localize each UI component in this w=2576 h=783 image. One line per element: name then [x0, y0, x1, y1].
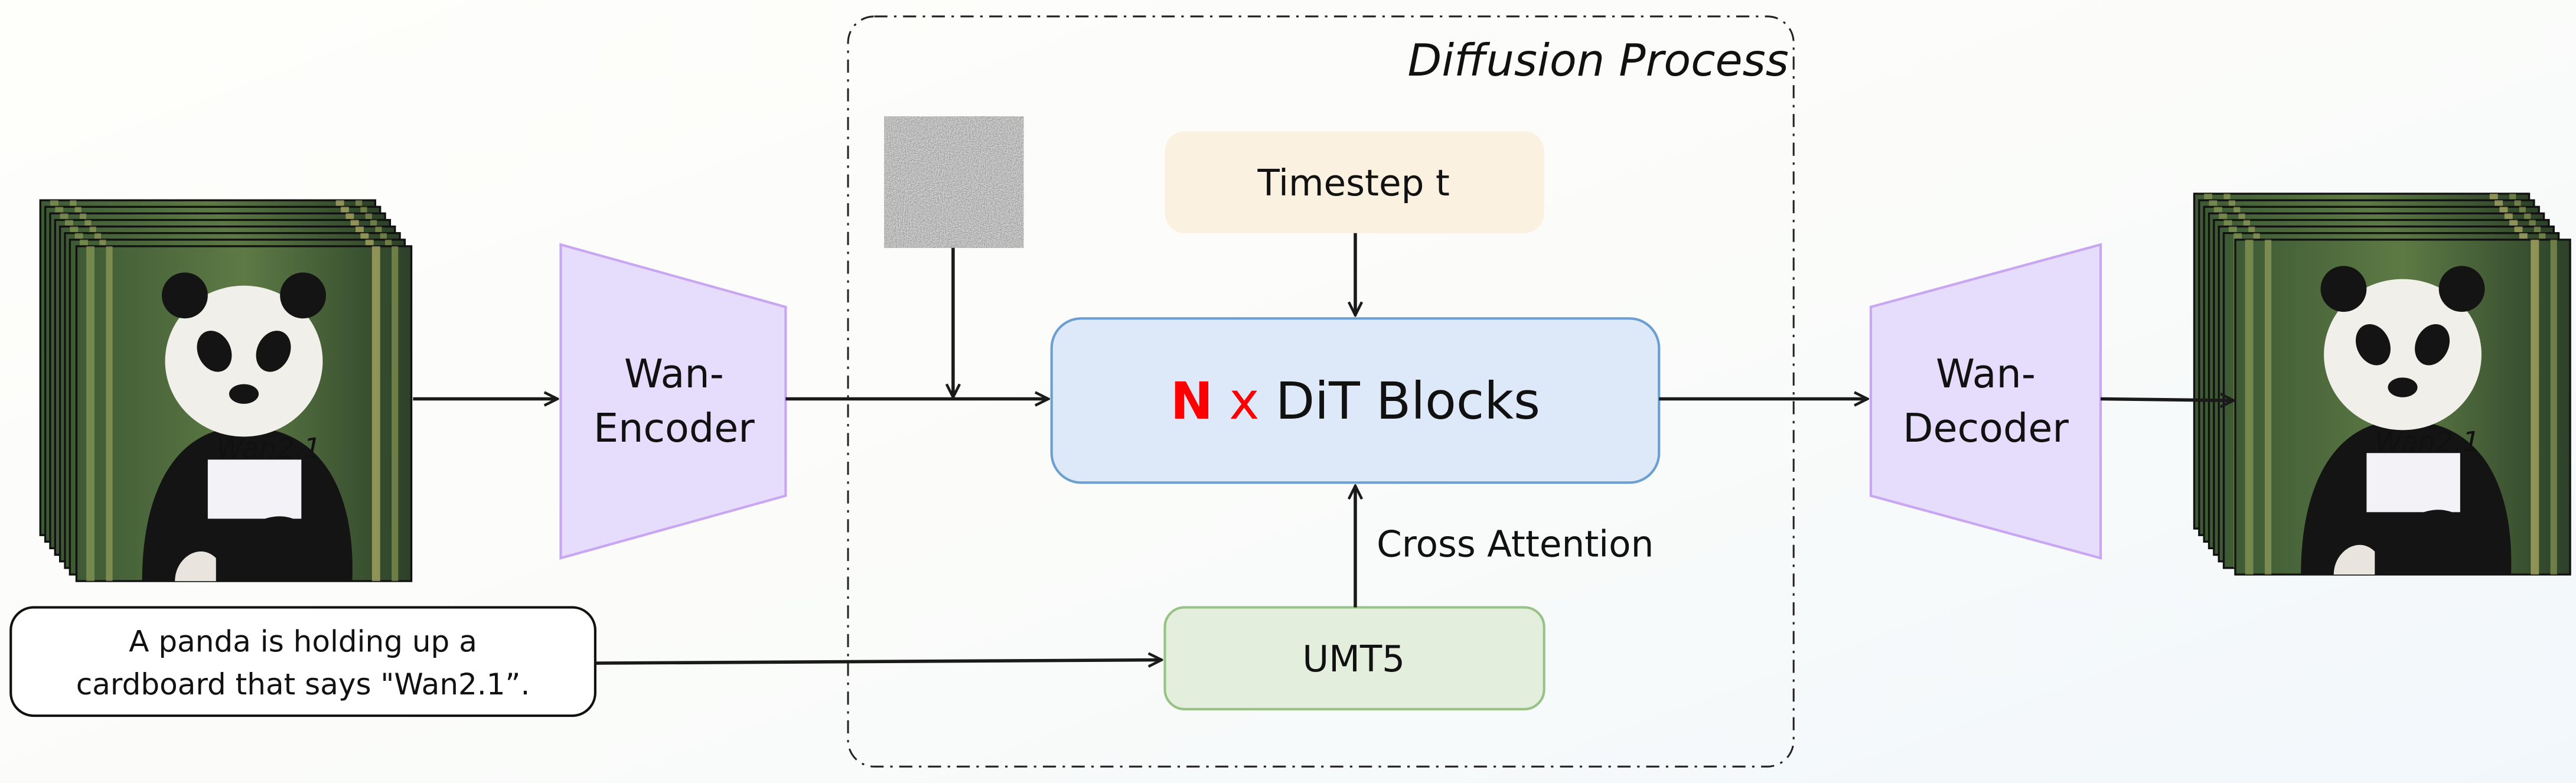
dit-blocks-box — [1050, 317, 1661, 484]
diffusion-process-label: Diffusion Process — [1408, 34, 1789, 86]
decoder-label-line1: Wan- — [1936, 351, 2036, 397]
input-sign-text: Wan2.1 — [216, 433, 321, 465]
dit-count-n: N — [1170, 372, 1213, 431]
output-video-stack: Wan2.1 — [2193, 193, 2571, 576]
wan-decoder-block — [1869, 243, 2102, 560]
arrow-decoder-to-output — [2101, 399, 2233, 401]
wan-encoder-block — [559, 243, 787, 560]
timestep-label: Timestep t — [1257, 162, 1450, 204]
encoder-label-line2: Encoder — [594, 405, 755, 451]
cross-attention-label: Cross Attention — [1377, 523, 1654, 565]
prompt-line-1: A panda is holding up a — [129, 625, 477, 659]
arrow-prompt-to-umt5 — [595, 660, 1162, 664]
input-video-stack: Wan2.1 — [39, 199, 413, 582]
timestep-box — [1165, 131, 1544, 233]
dit-blocks-label: DiT Blocks — [1276, 372, 1540, 431]
dit-times-x: x — [1229, 372, 1259, 431]
output-sign-text: Wan2.1 — [2375, 426, 2480, 458]
prompt-line-2: cardboard that says "Wan2.1”. — [76, 667, 530, 702]
decoder-label-line2: Decoder — [1903, 405, 2069, 451]
umt5-label: UMT5 — [1302, 638, 1405, 680]
encoder-label-line1: Wan- — [624, 351, 724, 397]
svg-text:N x DiT Blocks: N x DiT Blocks — [1170, 372, 1540, 431]
noise-latent-image — [884, 116, 1024, 248]
